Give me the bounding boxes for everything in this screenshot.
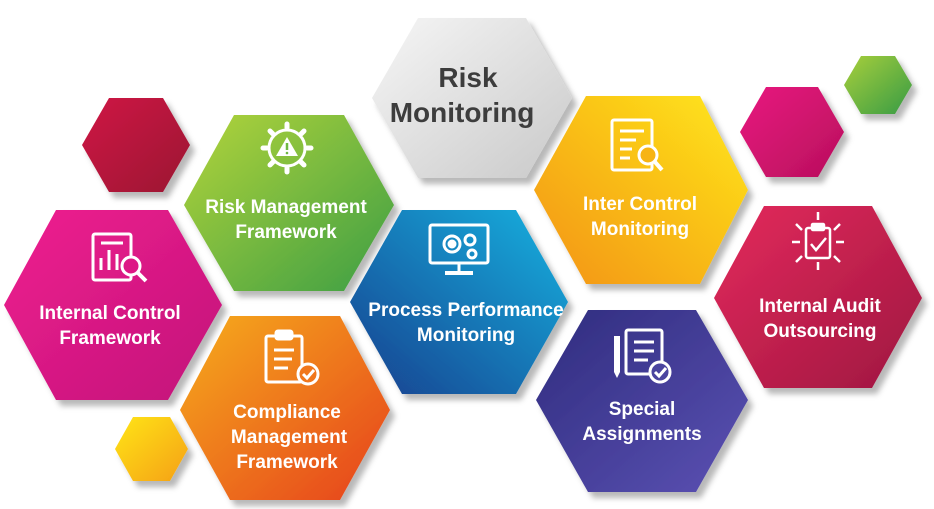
icf-label-line2: Framework	[59, 328, 161, 349]
cmf-label-line1: Compliance	[233, 402, 341, 423]
rmf-label-line2: Framework	[235, 222, 337, 243]
decor-hex-green	[844, 56, 912, 114]
center-title-line2: Monitoring	[390, 97, 535, 128]
icf-label-line1: Internal Control	[39, 303, 180, 324]
sa-label-line2: Assignments	[582, 424, 701, 445]
ppm-label-line1: Process Performance	[368, 300, 563, 321]
hex-risk-monitoring: Risk Monitoring	[372, 18, 572, 178]
hex-internal-audit-outsourcing: Internal Audit Outsourcing	[714, 206, 922, 388]
iao-label-line1: Internal Audit	[759, 296, 881, 317]
checklist-pen-check-icon	[614, 328, 672, 384]
iao-label-line2: Outsourcing	[764, 321, 877, 342]
monitor-gears-icon	[428, 223, 490, 275]
decor-hex-pink	[740, 87, 844, 177]
icm-label-line2: Monitoring	[591, 219, 689, 240]
report-chart-search-icon	[91, 232, 148, 283]
hex-process-performance-monitoring: Process Performance Monitoring	[350, 210, 568, 394]
sa-label-line1: Special	[609, 399, 676, 420]
cmf-label-line2: Management	[231, 427, 348, 448]
hex-compliance-management-framework: Compliance Management Framework	[180, 316, 390, 500]
cmf-label-line3: Framework	[236, 452, 338, 473]
gear-warning-icon	[260, 121, 314, 175]
hex-internal-control-framework: Internal Control Framework	[4, 210, 222, 400]
document-search-icon	[610, 118, 664, 172]
icm-label-line1: Inter Control	[583, 194, 697, 215]
clipboard-arrows-icon	[792, 212, 844, 270]
ppm-label-line2: Monitoring	[417, 325, 515, 346]
decor-hex-red	[82, 98, 190, 192]
hex-risk-management-framework: Risk Management Framework	[184, 115, 394, 291]
center-title-line1: Risk	[438, 62, 498, 93]
hex-special-assignments: Special Assignments	[536, 310, 748, 492]
hex-inter-control-monitoring: Inter Control Monitoring	[534, 96, 748, 284]
rmf-label-line1: Risk Management	[205, 197, 367, 218]
clipboard-check-icon	[264, 329, 320, 386]
decor-hex-yellow	[115, 417, 188, 481]
